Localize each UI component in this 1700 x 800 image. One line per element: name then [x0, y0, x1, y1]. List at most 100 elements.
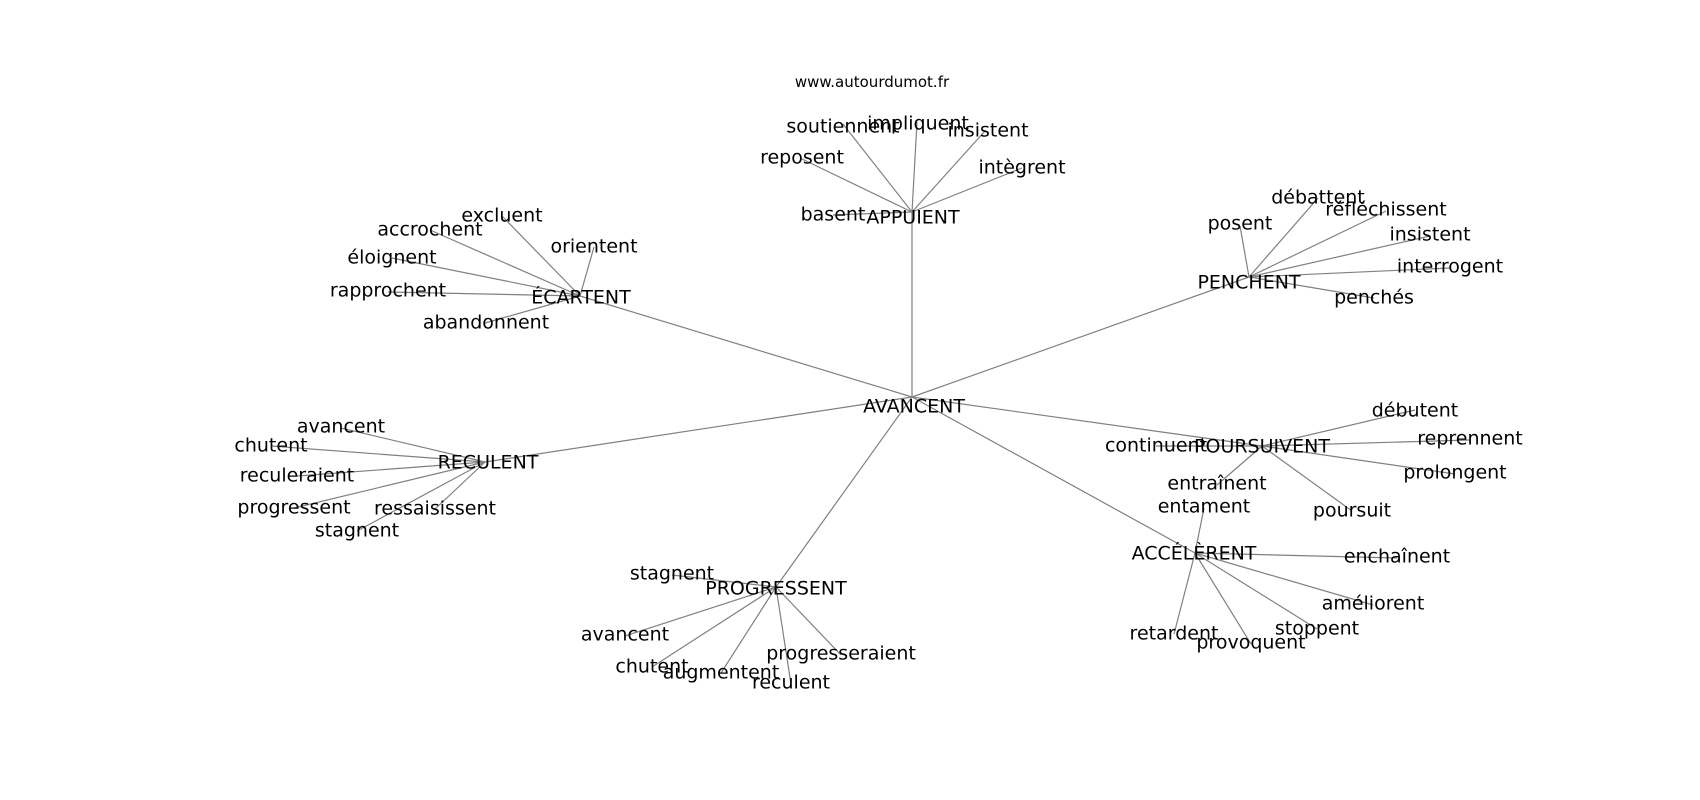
edge-progressent-leaf [775, 586, 792, 685]
edge-poursuivent-leaf [1261, 409, 1416, 447]
edge-accelerent-leaf [1194, 552, 1318, 630]
edge-progressent-leaf [624, 586, 777, 637]
edge-reculent-leaf [293, 461, 486, 509]
leaf-node[interactable]: entament [1158, 496, 1251, 518]
leaf-node[interactable]: progresseraient [766, 643, 916, 665]
leaf-node[interactable]: poursuit [1313, 500, 1391, 522]
edge-accelerent-leaf [1194, 552, 1374, 606]
leaf-node[interactable]: insistent [1389, 224, 1470, 246]
leaf-node[interactable]: débutent [1372, 400, 1458, 422]
edge-progressent-leaf [671, 574, 777, 588]
edge-ecartent-leaf [579, 246, 595, 297]
edge-center-accelerent [911, 396, 1196, 554]
edge-progressent-leaf [720, 586, 777, 674]
leaf-node[interactable]: excluent [461, 205, 542, 227]
hub-node-ecartent[interactable]: ÉCARTENT [531, 286, 631, 309]
graph-labels: AVANCENTAPPUIENTsoutiennentimpliquentins… [234, 113, 1522, 694]
edge-ecartent-leaf [429, 229, 581, 297]
edge-poursuivent-leaf [1261, 439, 1471, 447]
hub-node-appuient[interactable]: APPUIENT [866, 207, 960, 229]
edge-center-reculent [484, 396, 913, 463]
edge-appuient-leaf [842, 123, 913, 213]
leaf-node[interactable]: augmentent [663, 662, 780, 684]
edge-appuient-leaf [911, 167, 1023, 213]
edge-poursuivent-leaf [1261, 445, 1456, 475]
leaf-node[interactable]: interrogent [1397, 256, 1503, 278]
edge-accelerent-leaf [1194, 552, 1252, 645]
leaf-node[interactable]: chutent [234, 435, 307, 457]
edge-center-poursuivent [911, 396, 1263, 447]
hub-node-penchent[interactable]: PENCHENT [1197, 272, 1300, 294]
leaf-node[interactable]: stoppent [1275, 618, 1359, 640]
hub-node-progressent[interactable]: PROGRESSENT [705, 578, 847, 600]
leaf-node[interactable]: impliquent [867, 113, 969, 135]
leaf-node[interactable]: avancent [297, 416, 385, 438]
graph-edges [270, 121, 1471, 685]
edge-ecartent-leaf [484, 295, 581, 324]
leaf-node[interactable]: débattent [1271, 187, 1365, 209]
hub-node-reculent[interactable]: RECULENT [438, 452, 539, 474]
leaf-node[interactable]: orientent [550, 236, 637, 258]
leaf-node[interactable]: ressaisissent [374, 498, 496, 520]
edge-center-ecartent [579, 295, 913, 398]
edge-center-penchent [911, 276, 1250, 398]
edge-penchent-leaf [1248, 210, 1387, 278]
edge-appuient-leaf [911, 121, 918, 213]
edge-reculent-leaf [296, 461, 486, 477]
leaf-node[interactable]: chutent [615, 656, 688, 678]
leaf-node[interactable]: progressent [237, 497, 350, 519]
leaf-node[interactable]: stagnent [315, 520, 399, 542]
hub-node-poursuivent[interactable]: POURSUIVENT [1194, 436, 1330, 458]
leaf-node[interactable]: insistent [947, 120, 1028, 142]
edge-appuient-leaf [911, 130, 986, 213]
leaf-node[interactable]: reprennent [1417, 428, 1523, 450]
edge-accelerent-leaf [1173, 552, 1196, 635]
leaf-node[interactable]: avancent [581, 624, 669, 646]
leaf-node[interactable]: entraînent [1167, 473, 1266, 495]
watermark: www.autourdumot.fr [795, 73, 950, 91]
edge-accelerent-leaf [1194, 552, 1398, 559]
edge-reculent-leaf [340, 427, 486, 463]
leaf-node[interactable]: améliorent [1322, 593, 1425, 615]
edge-poursuivent-leaf [1261, 445, 1353, 512]
leaf-node[interactable]: basent [801, 204, 866, 226]
edge-penchent-leaf [1248, 267, 1451, 278]
edge-accelerent-leaf [1194, 507, 1205, 554]
leaf-node[interactable]: penchés [1334, 287, 1414, 309]
leaf-node[interactable]: posent [1208, 213, 1273, 235]
leaf-node[interactable]: accrochent [377, 219, 482, 241]
edge-ecartent-leaf [501, 215, 581, 297]
edge-center-progressent [775, 396, 913, 588]
leaf-node[interactable]: continuent [1105, 435, 1207, 457]
edge-appuient-leaf [801, 158, 913, 213]
leaf-node[interactable]: provoquent [1196, 632, 1305, 654]
edge-penchent-leaf [1248, 235, 1431, 278]
edge-penchent-leaf [1248, 276, 1375, 299]
edge-ecartent-leaf [387, 291, 581, 297]
edge-reculent-leaf [434, 461, 486, 510]
edge-poursuivent-leaf [1216, 445, 1263, 486]
leaf-node[interactable]: retardent [1130, 623, 1219, 645]
edge-penchent-leaf [1239, 225, 1250, 278]
edge-penchent-leaf [1248, 197, 1319, 278]
center-word-node[interactable]: AVANCENT [863, 396, 965, 418]
edge-reculent-leaf [270, 445, 486, 463]
leaf-node[interactable]: intègrent [978, 157, 1065, 179]
leaf-node[interactable]: reculeraient [240, 465, 354, 487]
leaf-node[interactable]: prolongent [1403, 462, 1506, 484]
edge-progressent-leaf [775, 586, 842, 656]
leaf-node[interactable]: soutiennent [786, 116, 899, 138]
leaf-node[interactable]: réfléchissent [1325, 199, 1447, 221]
leaf-node[interactable]: stagnent [630, 563, 714, 585]
leaf-node[interactable]: éloignent [347, 247, 436, 269]
leaf-node[interactable]: reculent [752, 672, 830, 694]
leaf-node[interactable]: reposent [760, 147, 844, 169]
edge-progressent-leaf [651, 586, 777, 668]
edge-appuient-leaf [832, 211, 913, 216]
edge-reculent-leaf [356, 461, 486, 532]
leaf-node[interactable]: enchaînent [1344, 546, 1450, 568]
hub-node-accelerent[interactable]: ACCÉLÈRENT [1132, 542, 1257, 565]
leaf-node[interactable]: rapprochent [330, 280, 446, 302]
leaf-node[interactable]: abandonnent [423, 312, 549, 334]
